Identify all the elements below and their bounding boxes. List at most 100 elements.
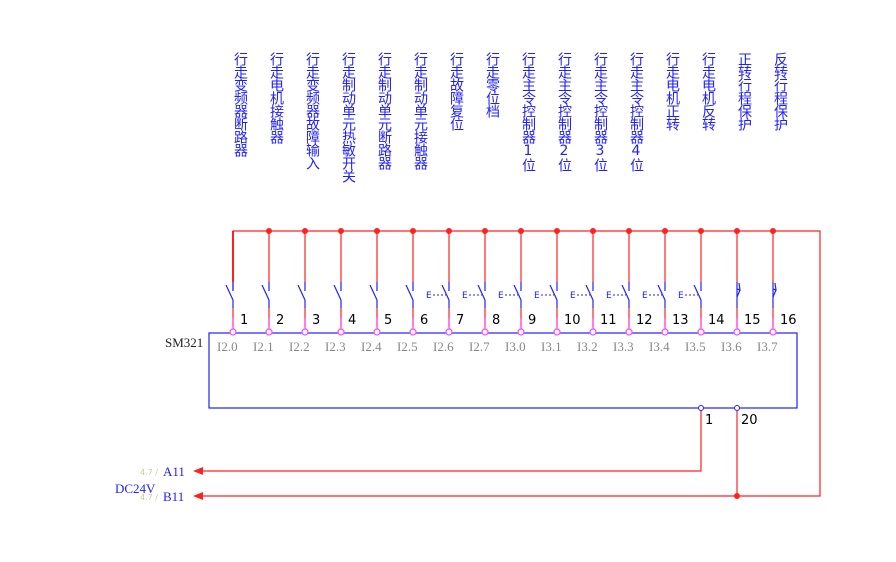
input-terminal bbox=[337, 328, 345, 336]
channel-number: 10 bbox=[564, 313, 581, 328]
channel-description: 行走变频器故障输入 bbox=[304, 52, 320, 169]
input-address: I2.1 bbox=[253, 339, 274, 354]
svg-text:E: E bbox=[570, 291, 576, 301]
supply-voltage-label: DC24V bbox=[115, 481, 156, 496]
input-address: I2.6 bbox=[433, 339, 454, 354]
channel-description: 行走变频器断路器 bbox=[232, 52, 248, 156]
channel-number: 1 bbox=[240, 313, 248, 328]
channel-number: 2 bbox=[276, 313, 284, 328]
svg-text:E: E bbox=[534, 291, 540, 301]
channel-number: 11 bbox=[600, 313, 617, 328]
junction-dot bbox=[338, 228, 344, 234]
input-address: I3.1 bbox=[541, 339, 562, 354]
input-terminal bbox=[589, 328, 597, 336]
channel-description: 行走主令控制器4位 bbox=[628, 52, 644, 171]
junction-dot bbox=[266, 228, 272, 234]
no-contact-icon bbox=[405, 282, 414, 308]
terminal-20 bbox=[734, 405, 740, 411]
no-contact-icon bbox=[333, 282, 342, 308]
input-terminal bbox=[625, 328, 633, 336]
junction-dot bbox=[410, 228, 416, 234]
junction-dot bbox=[482, 228, 488, 234]
junction-dot bbox=[770, 228, 776, 234]
input-terminal bbox=[265, 328, 273, 336]
channel-number: 8 bbox=[492, 313, 500, 328]
channel-number: 15 bbox=[744, 313, 761, 328]
no-contact-icon bbox=[369, 282, 378, 308]
no-contact-icon bbox=[261, 282, 270, 308]
limit-switch-icon bbox=[772, 282, 777, 308]
input-terminal bbox=[661, 328, 669, 336]
input-channel-5: 5I2.4 bbox=[361, 228, 392, 354]
pushbutton-contact-icon: E bbox=[678, 282, 702, 308]
input-address: I3.7 bbox=[757, 339, 778, 354]
arrow-a11-icon bbox=[193, 467, 203, 475]
pushbutton-contact-icon: E bbox=[642, 282, 666, 308]
junction-dot bbox=[554, 228, 560, 234]
svg-text:E: E bbox=[642, 291, 648, 301]
input-terminal bbox=[553, 328, 561, 336]
input-address: I2.4 bbox=[361, 339, 382, 354]
input-address: I3.6 bbox=[721, 339, 742, 354]
junction-dot bbox=[734, 493, 740, 499]
junction-dot bbox=[626, 228, 632, 234]
input-address: I3.4 bbox=[649, 339, 670, 354]
arrow-b11-icon bbox=[193, 492, 203, 500]
junction-dot bbox=[662, 228, 668, 234]
input-address: I3.2 bbox=[577, 339, 598, 354]
input-channel-1: 1I2.0 bbox=[217, 231, 248, 354]
input-channel-4: 4I2.3 bbox=[325, 228, 356, 354]
junction-dot bbox=[734, 228, 740, 234]
channel-number: 7 bbox=[456, 313, 464, 328]
no-contact-icon bbox=[297, 282, 306, 308]
input-terminal bbox=[229, 328, 237, 336]
junction-dot bbox=[302, 228, 308, 234]
channel-description: 行走故障复位 bbox=[448, 52, 464, 130]
junction-dot bbox=[446, 228, 452, 234]
a11-wire bbox=[200, 408, 702, 472]
channel-description: 行走制动单元断路器 bbox=[376, 52, 392, 169]
svg-text:E: E bbox=[678, 291, 684, 301]
module-name: SM321 bbox=[165, 335, 203, 350]
svg-text:E: E bbox=[498, 291, 504, 301]
channel-description: 行走电机反转 bbox=[700, 52, 716, 130]
input-channel-6: 6I2.5 bbox=[397, 228, 428, 354]
junction-dot bbox=[374, 228, 380, 234]
channel-description: 行走电机正转 bbox=[664, 52, 680, 130]
channel-description: 行走零位档 bbox=[484, 52, 500, 117]
svg-text:E: E bbox=[426, 291, 432, 301]
input-address: I3.3 bbox=[613, 339, 634, 354]
junction-dot bbox=[698, 228, 704, 234]
terminal-1-label: 1 bbox=[705, 413, 713, 428]
line-a11-label: A11 bbox=[163, 464, 185, 479]
channel-number: 6 bbox=[420, 313, 428, 328]
input-terminal bbox=[301, 328, 309, 336]
input-address: I2.0 bbox=[217, 339, 238, 354]
input-terminal bbox=[445, 328, 453, 336]
channel-number: 13 bbox=[672, 313, 689, 328]
svg-text:E: E bbox=[606, 291, 612, 301]
input-address: I2.5 bbox=[397, 339, 418, 354]
pushbutton-contact-icon: E bbox=[606, 282, 630, 308]
svg-text:E: E bbox=[462, 291, 468, 301]
power-bus-wire bbox=[200, 230, 821, 497]
channel-number: 16 bbox=[780, 313, 797, 328]
channel-number: 12 bbox=[636, 313, 653, 328]
input-terminal bbox=[373, 328, 381, 336]
input-terminal bbox=[697, 328, 705, 336]
input-terminal bbox=[517, 328, 525, 336]
input-channel-2: 2I2.1 bbox=[253, 228, 284, 354]
input-address: I2.3 bbox=[325, 339, 346, 354]
input-terminal bbox=[769, 328, 777, 336]
ref-b11: 4.7 / bbox=[140, 493, 158, 502]
input-terminal bbox=[481, 328, 489, 336]
pushbutton-contact-icon: E bbox=[534, 282, 558, 308]
no-contact-icon bbox=[225, 282, 234, 308]
